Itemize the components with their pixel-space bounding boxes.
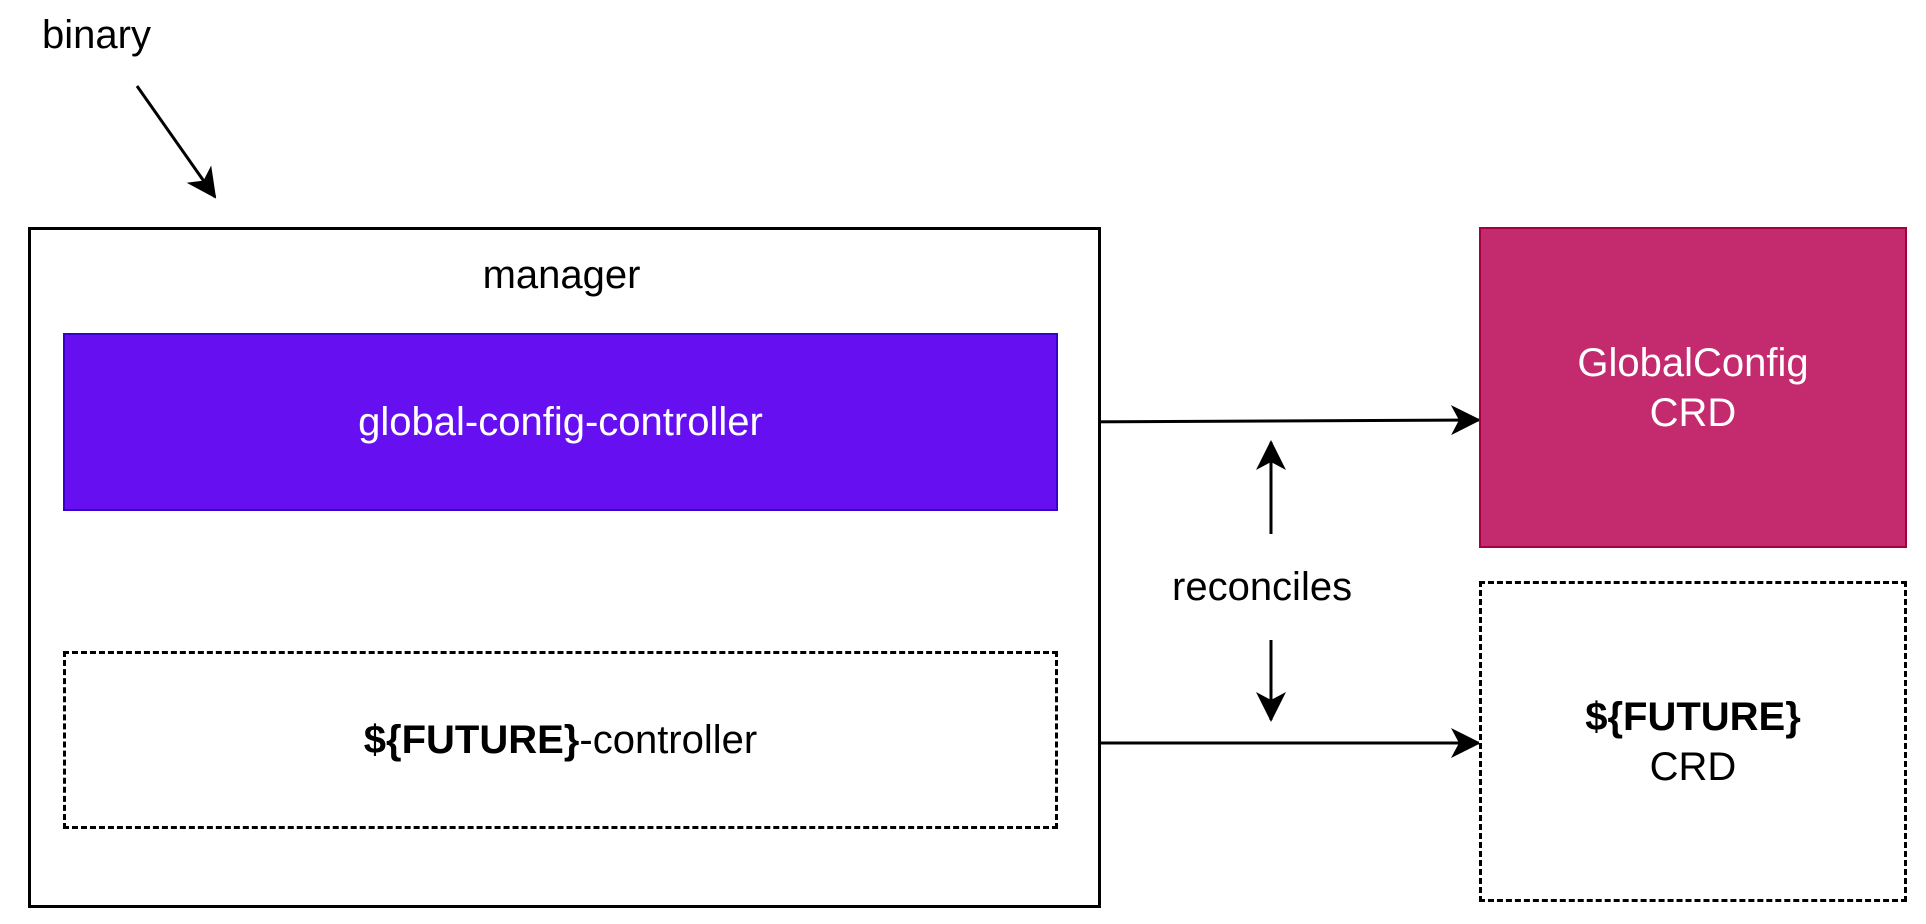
future-crd-box[interactable]: ${FUTURE} CRD [1479, 581, 1907, 902]
future-crd-name: ${FUTURE} [1585, 694, 1801, 739]
globalconfig-crd-type: CRD [1649, 390, 1737, 435]
future-controller-box[interactable]: ${FUTURE}-controller [63, 651, 1058, 829]
future-controller-suffix: -controller [579, 717, 758, 762]
binary-label: binary [42, 13, 151, 57]
global-config-controller-label: global-config-controller [358, 399, 763, 444]
binary-pointer-arrow [135, 85, 217, 199]
future-controller-prefix: ${FUTURE} [363, 717, 580, 762]
globalconfig-crd-name: GlobalConfig [1577, 340, 1809, 385]
future-crd-type: CRD [1649, 744, 1737, 789]
global-reconcile-arrow [1057, 405, 1481, 436]
reconciles-label: reconciles [1172, 565, 1353, 609]
global-config-controller-box[interactable]: global-config-controller [63, 333, 1058, 511]
globalconfig-crd-box[interactable]: GlobalConfig CRD [1479, 227, 1907, 548]
manager-title: manager [482, 253, 641, 297]
